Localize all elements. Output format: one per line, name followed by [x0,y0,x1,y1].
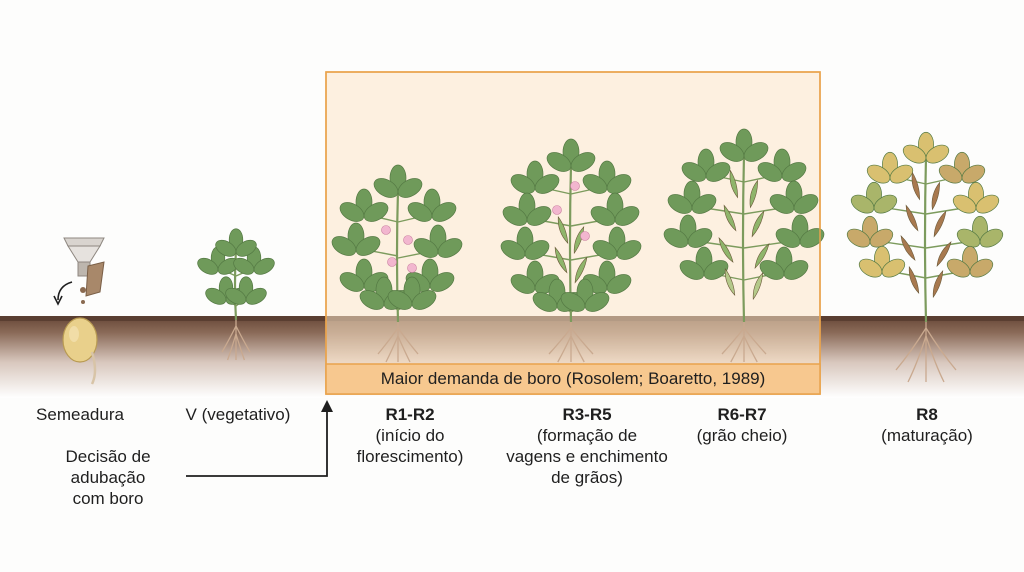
decision-arrow-icon [186,400,333,477]
soybean-plant-icon-r1r2 [331,164,463,363]
stage-code: V (vegetativo) [185,405,291,424]
plants-layer [197,128,1004,383]
soybean-plant-icon-r8 [846,131,1004,383]
stage-code: R8 [916,405,938,424]
stage-desc: (maturação) [881,426,973,445]
seed-icon [62,317,98,385]
boron-demand-label: Maior demanda de boro (Rosolem; Boaretto… [380,369,766,388]
soybean-plant-icon-vegetativo [197,228,275,361]
stage-label-r6r7: R6-R7 (grão cheio) [672,404,812,446]
stage-label-vegetativo: V (vegetativo) [168,404,308,425]
stage-code: R1-R2 [385,405,435,424]
soybean-plant-icon-r3r5 [500,138,642,363]
high-boron-demand-box [325,71,821,395]
stage-desc: (grão cheio) [696,426,788,445]
drop-arrow-icon [53,281,73,306]
soybean-plant-icon-r6r7 [663,128,825,363]
seed-drill-icon [63,237,105,304]
stage-code: Semeadura [36,405,124,424]
stage-label-r8: R8 (maturação) [862,404,992,446]
boron-demand-bar [325,363,821,395]
stage-code: R6-R7 [717,405,767,424]
stage-code: R3-R5 [562,405,612,424]
stage-label-semeadura: Semeadura [20,404,140,425]
